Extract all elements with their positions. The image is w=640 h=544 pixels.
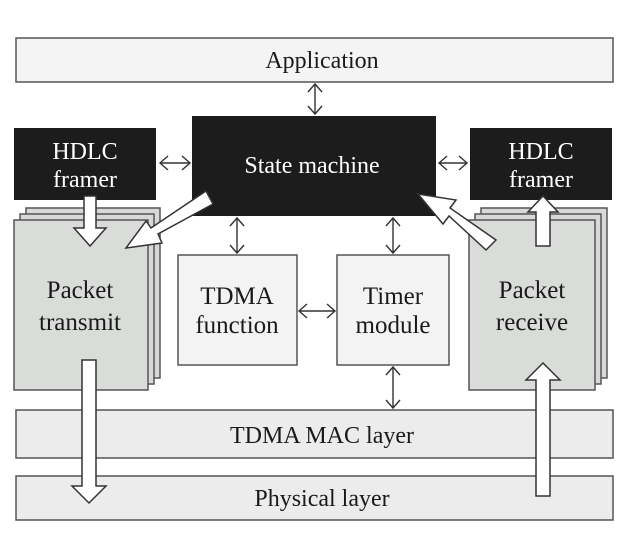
hdlc-left-line2: framer — [53, 167, 117, 193]
packet-receive-line2: receive — [496, 309, 568, 336]
packet-receive-line1: Packet — [499, 277, 566, 304]
arrow-receive-to-hdlc — [526, 194, 560, 247]
packet-transmit-line1: Packet — [47, 277, 114, 304]
connector-hdlcleft-state — [158, 155, 192, 171]
physical-label: Physical layer — [254, 486, 389, 512]
block-arrows — [70, 189, 562, 505]
application-layer: Application — [15, 37, 614, 83]
connectors — [158, 82, 469, 410]
packet-transmit-stack: Packet transmit — [13, 207, 161, 391]
hdlc-right-line2: framer — [509, 167, 573, 193]
physical-layer: Physical layer — [15, 475, 614, 521]
connector-timer-mac — [385, 365, 401, 410]
state-machine-block: State machine — [192, 116, 436, 216]
arrow-physical-to-receive — [524, 361, 562, 497]
hdlc-left-line1: HDLC — [52, 139, 117, 165]
connector-app-state — [307, 82, 323, 116]
tdma-function-block: TDMA function — [177, 254, 298, 366]
connector-tdmafunc-timer — [297, 303, 337, 319]
connector-state-hdlcright — [437, 155, 469, 171]
timer-module-line1: Timer — [363, 283, 424, 310]
arrow-receive-to-state — [416, 192, 498, 252]
tdma-mac-layer: TDMA MAC layer — [15, 409, 614, 459]
packet-transmit-line2: transmit — [39, 309, 121, 336]
arrow-state-to-transmit — [124, 189, 215, 249]
connector-state-tdmafunc — [229, 216, 245, 255]
tdma-mac-label: TDMA MAC layer — [230, 423, 414, 449]
timer-module-line2: module — [356, 312, 431, 339]
packet-receive-stack: Packet receive — [468, 207, 608, 391]
application-label: Application — [265, 48, 378, 74]
hdlc-framer-right: HDLC framer — [470, 128, 612, 200]
arrow-hdlc-to-transmit — [72, 195, 108, 248]
hdlc-right-line1: HDLC — [508, 139, 573, 165]
hdlc-framer-left: HDLC framer — [14, 128, 156, 200]
tdma-function-line2: function — [195, 312, 279, 339]
timer-module-block: Timer module — [336, 254, 450, 366]
state-machine-label: State machine — [244, 153, 379, 179]
arrow-transmit-to-physical — [70, 359, 108, 505]
connector-state-timer — [385, 216, 401, 255]
tdma-function-line1: TDMA — [200, 283, 274, 310]
